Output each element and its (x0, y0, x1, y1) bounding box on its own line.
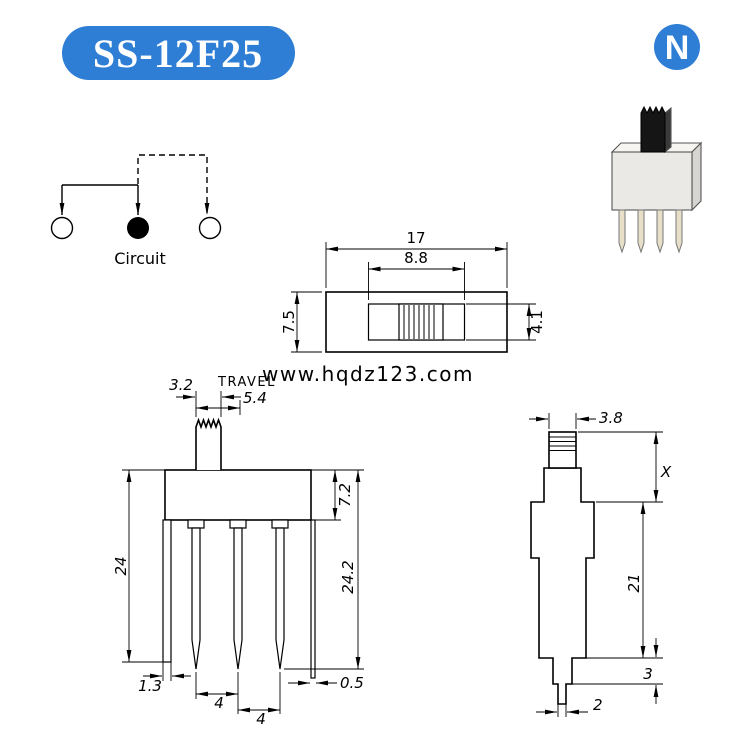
pin-stub-1 (187, 519, 205, 529)
front-body-outline (164, 469, 312, 521)
knob-ribs (549, 436, 576, 451)
circuit-diagram: Circuit (50, 154, 222, 268)
dim-right-leg-width: 0.5 (340, 674, 364, 692)
dim-overall-width: 17 (406, 229, 425, 247)
knob-side-face (664, 106, 672, 154)
front-left-leg (162, 519, 172, 663)
dim-side-knob-width: 3.8 (599, 409, 623, 427)
brand-logo: N (654, 24, 700, 70)
dim-slot-depth: 4.1 (528, 310, 546, 334)
part-number-text: SS-12F25 (93, 31, 263, 76)
circuit-dashed-link (137, 154, 210, 215)
dim-leg-width: 1.3 (138, 677, 162, 695)
dim-travel: 5.4 (243, 389, 267, 407)
front-view: 3.2 TRAVEL 5.4 24 7.2 24.2 1.3 4 4 (112, 375, 364, 728)
dim-right-height: 24.2 (339, 560, 357, 593)
dim-pin-pitch-a: 4 (214, 694, 224, 712)
side-view: 3.8 X 21 3 2 (529, 409, 672, 717)
front-knob (195, 417, 222, 470)
front-pin-2 (233, 527, 243, 670)
dim-pin-pitch-b: 4 (256, 710, 266, 728)
pin-4 (675, 209, 683, 254)
terminal-open-right (198, 216, 222, 240)
logo-letter: N (665, 29, 690, 67)
terminal-open-left (50, 216, 74, 240)
part-number-badge: SS-12F25 (62, 26, 295, 80)
circuit-label: Circuit (114, 249, 166, 268)
pin-stub-2 (229, 519, 247, 529)
pin-3 (656, 209, 664, 254)
pin-1 (618, 209, 626, 254)
front-pin-1 (191, 527, 201, 670)
front-right-leg (310, 519, 316, 679)
front-pin-3 (275, 527, 285, 670)
knob-front-face (640, 105, 666, 153)
switch-front-face (611, 151, 693, 211)
dim-upper-height: X (660, 463, 672, 481)
watermark-text: www.hqdz123.com (262, 362, 474, 386)
top-view: 17 8.8 7.5 4.1 (280, 229, 546, 353)
side-body-outline (530, 467, 595, 705)
travel-label: TRAVEL (217, 375, 276, 390)
part-number-pill (62, 26, 295, 80)
dim-knob-width: 3.2 (169, 376, 193, 394)
switch-side-face (691, 141, 702, 212)
dim-side-pin-width: 2 (593, 696, 603, 714)
top-view-slider (398, 303, 444, 341)
dim-body-height: 7.2 (336, 483, 354, 507)
terminal-common-filled (127, 217, 149, 239)
dim-slot-width: 8.8 (404, 249, 428, 267)
logo-circle (654, 24, 700, 70)
top-view-body-outline (325, 291, 508, 353)
dim-overall-depth: 7.5 (280, 310, 298, 334)
pin-2 (637, 209, 645, 254)
dim-left-height: 24 (112, 556, 130, 575)
pin-stub-3 (271, 519, 289, 529)
switch-illustration (610, 105, 703, 254)
slider-hatching (403, 305, 435, 339)
dim-side-body-height: 21 (625, 573, 643, 592)
dim-foot-height: 3 (643, 665, 653, 683)
